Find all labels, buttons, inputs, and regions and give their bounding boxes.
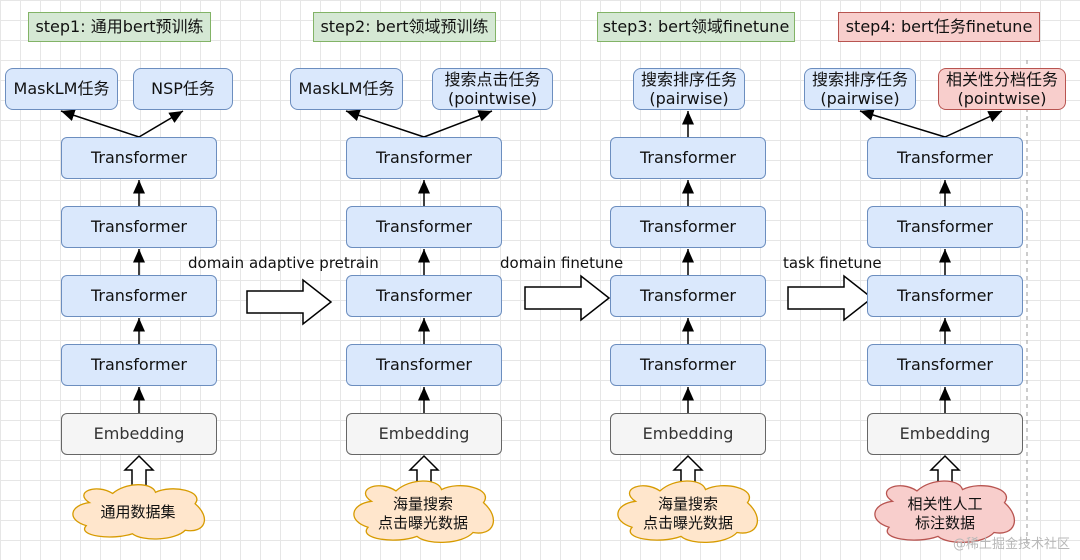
phase-label-domain-finetune: domain finetune (500, 254, 624, 272)
transformer-c2-l1: Transformer (346, 344, 502, 386)
task-search-rank-c4: 搜索排序任务 (pairwise) (804, 68, 916, 110)
data-source-c4: 相关性人工 标注数据 (907, 495, 983, 532)
transformer-c3-l4: Transformer (610, 137, 766, 179)
step-1-header: step1: 通用bert预训练 (28, 12, 211, 42)
embedding-c4: Embedding (867, 413, 1023, 455)
task-masklm-c1: MaskLM任务 (5, 68, 118, 110)
transformer-c3-l1: Transformer (610, 344, 766, 386)
embedding-c3: Embedding (610, 413, 766, 455)
transformer-c4-l2: Transformer (867, 275, 1023, 317)
task-relevance-grade-c4: 相关性分档任务 (pointwise) (938, 68, 1066, 110)
transformer-c3-l2: Transformer (610, 275, 766, 317)
phase-label-task-finetune: task finetune (783, 254, 882, 272)
data-cloud-c2 (353, 480, 494, 544)
step-2-header: step2: bert领域预训练 (313, 12, 496, 42)
task-nsp-c1: NSP任务 (133, 68, 233, 110)
arrow-to-task-c4-0 (859, 109, 946, 138)
transformer-c2-l4: Transformer (346, 137, 502, 179)
input-block-arrow-c1 (123, 454, 155, 487)
arrow-to-task-c1-0 (60, 109, 140, 138)
task-search-rank-c3: 搜索排序任务 (pairwise) (633, 68, 745, 110)
data-source-c1: 通用数据集 (100, 502, 176, 521)
transformer-c1-l2: Transformer (61, 275, 217, 317)
embedding-c1: Embedding (61, 413, 217, 455)
arrow-to-task-c2-1 (423, 110, 493, 138)
step-4-header: step4: bert任务finetune (838, 12, 1040, 42)
arrow-to-task-c2-0 (345, 109, 425, 138)
watermark: @稀土掘金技术社区 (952, 537, 1070, 552)
transformer-c2-l3: Transformer (346, 206, 502, 248)
transformer-c1-l1: Transformer (61, 344, 217, 386)
task-masklm-c2: MaskLM任务 (290, 68, 403, 110)
task-search-click-c2: 搜索点击任务 (pointwise) (432, 68, 553, 110)
data-source-c2: 海量搜索 点击曝光数据 (377, 495, 468, 532)
transformer-c4-l3: Transformer (867, 206, 1023, 248)
data-source-c3: 海量搜索 点击曝光数据 (642, 495, 733, 532)
transformer-c4-l4: Transformer (867, 137, 1023, 179)
phase-label-domain-adaptive-pretrain: domain adaptive pretrain (188, 254, 379, 272)
phase-arrow-domain-adaptive-pretrain (246, 278, 333, 326)
transformer-c3-l3: Transformer (610, 206, 766, 248)
arrow-to-task-c4-1 (944, 110, 1003, 138)
transformer-c2-l2: Transformer (346, 275, 502, 317)
transformer-c1-l4: Transformer (61, 137, 217, 179)
step-3-header: step3: bert领域finetune (597, 12, 795, 42)
transformer-c4-l1: Transformer (867, 344, 1023, 386)
embedding-c2: Embedding (346, 413, 502, 455)
data-cloud-c3 (617, 480, 758, 544)
phase-arrow-domain-finetune (524, 274, 611, 322)
transformer-c1-l3: Transformer (61, 206, 217, 248)
phase-arrow-task-finetune (787, 274, 874, 322)
arrow-to-task-c1-1 (138, 110, 184, 138)
data-cloud-c4 (874, 480, 1015, 544)
data-cloud-c1 (72, 484, 206, 540)
